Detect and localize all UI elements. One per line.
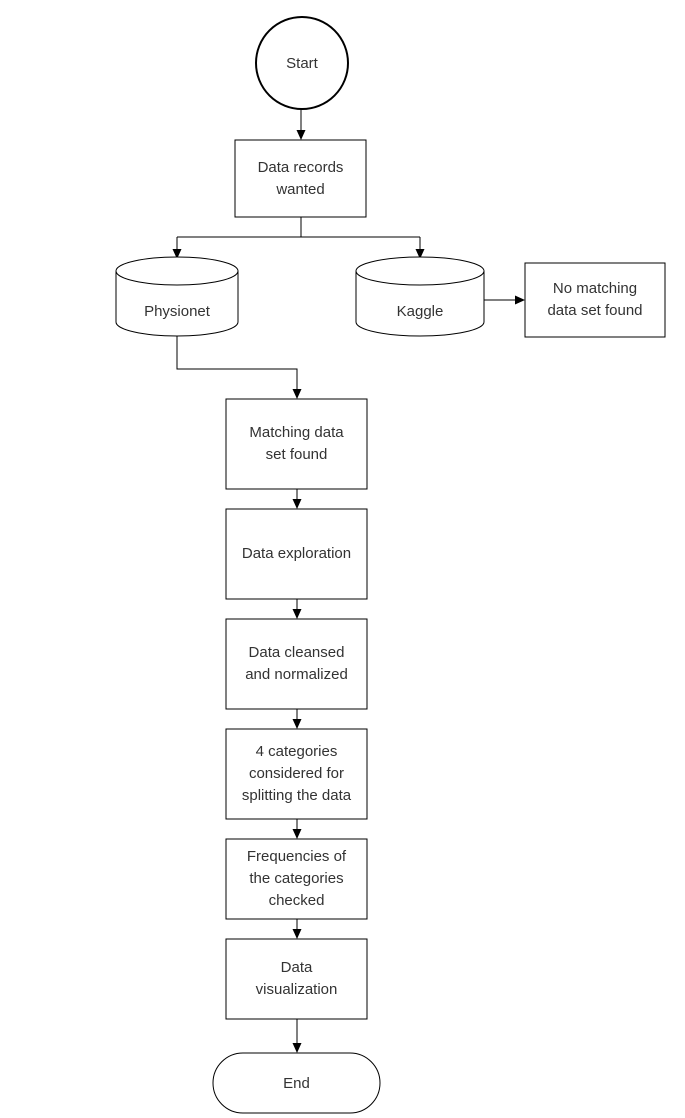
node-frequencies-label-line2: the categories (249, 870, 343, 887)
no-matching-box-shape (524, 262, 666, 338)
arrow-head-icon (292, 929, 302, 939)
connector-kaggle-to-no-matching (484, 295, 525, 305)
node-data-exploration[interactable]: Data exploration (225, 508, 368, 600)
start-circle-shape (255, 16, 349, 110)
frequencies-box-shape (225, 838, 368, 920)
connector-matching-to-exploration (292, 489, 302, 509)
matching-found-box-shape (225, 398, 368, 490)
node-four-categories-label-line1: 4 categories (256, 743, 338, 760)
connector-data-records-to-branch (177, 217, 420, 238)
four-categories-box-shape (225, 728, 368, 820)
node-matching-found-label-line1: Matching data (249, 424, 344, 441)
node-frequencies-label-line3: checked (269, 892, 325, 909)
node-four-categories-label-line3: splitting the data (242, 787, 352, 804)
arrow-head-icon (415, 249, 425, 259)
node-four-categories[interactable]: 4 categories considered for splitting th… (225, 728, 368, 820)
connector-physionet-to-matching (176, 336, 302, 399)
node-data-records-wanted-label-line1: Data records (258, 159, 344, 176)
node-frequencies[interactable]: Frequencies of the categories checked (225, 838, 368, 920)
arrow-head-icon (296, 130, 306, 140)
node-end-label: End (283, 1075, 310, 1092)
data-records-wanted-box-shape (234, 139, 367, 218)
node-end[interactable]: End (212, 1052, 381, 1114)
node-matching-data-set-found[interactable]: Matching data set found (225, 398, 368, 490)
node-data-exploration-label-line1: Data exploration (242, 545, 351, 562)
connector-exploration-to-cleansed (292, 599, 302, 619)
node-data-visualization[interactable]: Data visualization (225, 938, 368, 1020)
arrow-head-icon (292, 499, 302, 509)
node-start[interactable]: Start (255, 16, 349, 110)
arrow-head-icon (292, 829, 302, 839)
arrow-head-icon (292, 609, 302, 619)
node-no-matching-label-line1: No matching (553, 280, 637, 297)
connector-branch-to-kaggle (415, 237, 425, 259)
node-no-matching-data-set-found[interactable]: No matching data set found (524, 262, 666, 338)
node-physionet-label: Physionet (144, 303, 211, 320)
connector-frequencies-to-visualization (292, 919, 302, 939)
connector-visualization-to-end (292, 1019, 302, 1053)
node-data-visualization-label-line2: visualization (256, 981, 338, 998)
data-exploration-box-shape (225, 508, 368, 600)
node-no-matching-label-line2: data set found (547, 302, 642, 319)
node-kaggle[interactable]: Kaggle (355, 256, 485, 337)
end-stadium-shape (212, 1052, 381, 1114)
physionet-cylinder-body-shape (115, 270, 239, 337)
arrow-head-icon (172, 249, 182, 259)
node-four-categories-label-line2: considered for (249, 765, 344, 782)
physionet-cylinder-top-shape (115, 256, 239, 286)
node-frequencies-label-line1: Frequencies of (247, 848, 347, 865)
node-data-cleansed[interactable]: Data cleansed and normalized (225, 618, 368, 710)
arrow-head-icon (292, 719, 302, 729)
node-data-visualization-label-line1: Data (281, 959, 313, 976)
data-visualization-box-shape (225, 938, 368, 1020)
node-matching-found-label-line2: set found (266, 446, 328, 463)
node-physionet[interactable]: Physionet (115, 256, 239, 337)
node-data-records-wanted[interactable]: Data records wanted (234, 139, 367, 218)
node-data-records-wanted-label-line2: wanted (275, 181, 324, 198)
node-data-cleansed-label-line1: Data cleansed (249, 644, 345, 661)
arrow-head-icon (292, 1043, 302, 1053)
connector-categories-to-frequencies (292, 819, 302, 839)
arrow-head-icon (292, 389, 302, 399)
kaggle-cylinder-top-shape (355, 256, 485, 286)
connector-cleansed-to-categories (292, 709, 302, 729)
connector-branch-to-physionet (172, 237, 182, 259)
node-kaggle-label: Kaggle (397, 303, 444, 320)
node-data-cleansed-label-line2: and normalized (245, 666, 348, 683)
data-cleansed-box-shape (225, 618, 368, 710)
kaggle-cylinder-body-shape (355, 270, 485, 337)
node-start-label: Start (286, 55, 319, 72)
arrow-head-icon (515, 295, 525, 305)
